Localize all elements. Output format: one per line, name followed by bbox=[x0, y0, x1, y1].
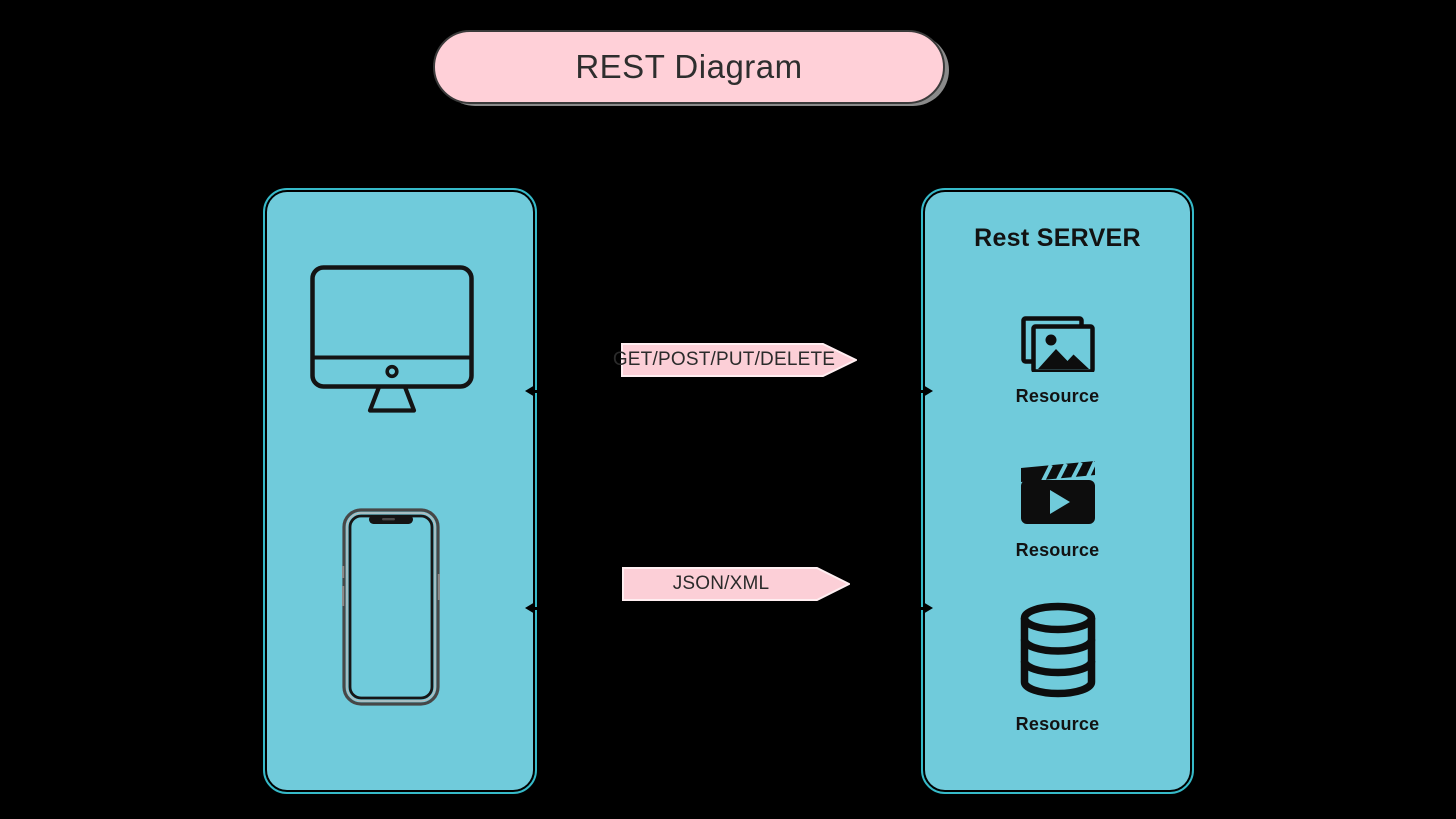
arrowhead-right-icon bbox=[923, 385, 933, 397]
right-arrow-shape bbox=[622, 567, 850, 601]
request-connector-arrow bbox=[525, 385, 933, 397]
resource-item-images: Resource bbox=[925, 316, 1190, 407]
response-format-label: JSON/XML bbox=[672, 573, 770, 594]
arrow-shaft bbox=[533, 389, 925, 393]
arrowhead-left-icon bbox=[525, 385, 535, 397]
request-arrow-banner: GET/POST/PUT/DELETE bbox=[612, 343, 857, 377]
resource-label: Resource bbox=[1015, 714, 1100, 734]
resource-label: Resource bbox=[1015, 386, 1100, 406]
desktop-computer-icon bbox=[310, 265, 474, 413]
arrowhead-right-icon bbox=[923, 602, 933, 614]
smartphone-icon bbox=[342, 508, 440, 706]
image-gallery-icon bbox=[1020, 316, 1095, 372]
diagram-title-banner: REST Diagram bbox=[433, 30, 945, 104]
server-panel-title: Rest SERVER bbox=[974, 224, 1141, 252]
arrowhead-left-icon bbox=[525, 602, 535, 614]
resource-item-database: Resource bbox=[925, 602, 1190, 735]
video-clapperboard-icon bbox=[1019, 460, 1097, 526]
arrow-shaft bbox=[533, 606, 925, 610]
diagram-title: REST Diagram bbox=[575, 48, 803, 85]
right-arrow-shape bbox=[621, 343, 857, 377]
database-icon bbox=[1018, 602, 1098, 700]
resource-item-video: Resource bbox=[925, 460, 1190, 561]
server-panel: Rest SERVER Resource bbox=[921, 188, 1194, 794]
client-panel bbox=[263, 188, 537, 794]
resource-label: Resource bbox=[1015, 540, 1100, 560]
response-arrow-banner: JSON/XML bbox=[622, 567, 850, 601]
response-connector-arrow bbox=[525, 602, 933, 614]
request-methods-label: GET/POST/PUT/DELETE bbox=[612, 349, 836, 370]
